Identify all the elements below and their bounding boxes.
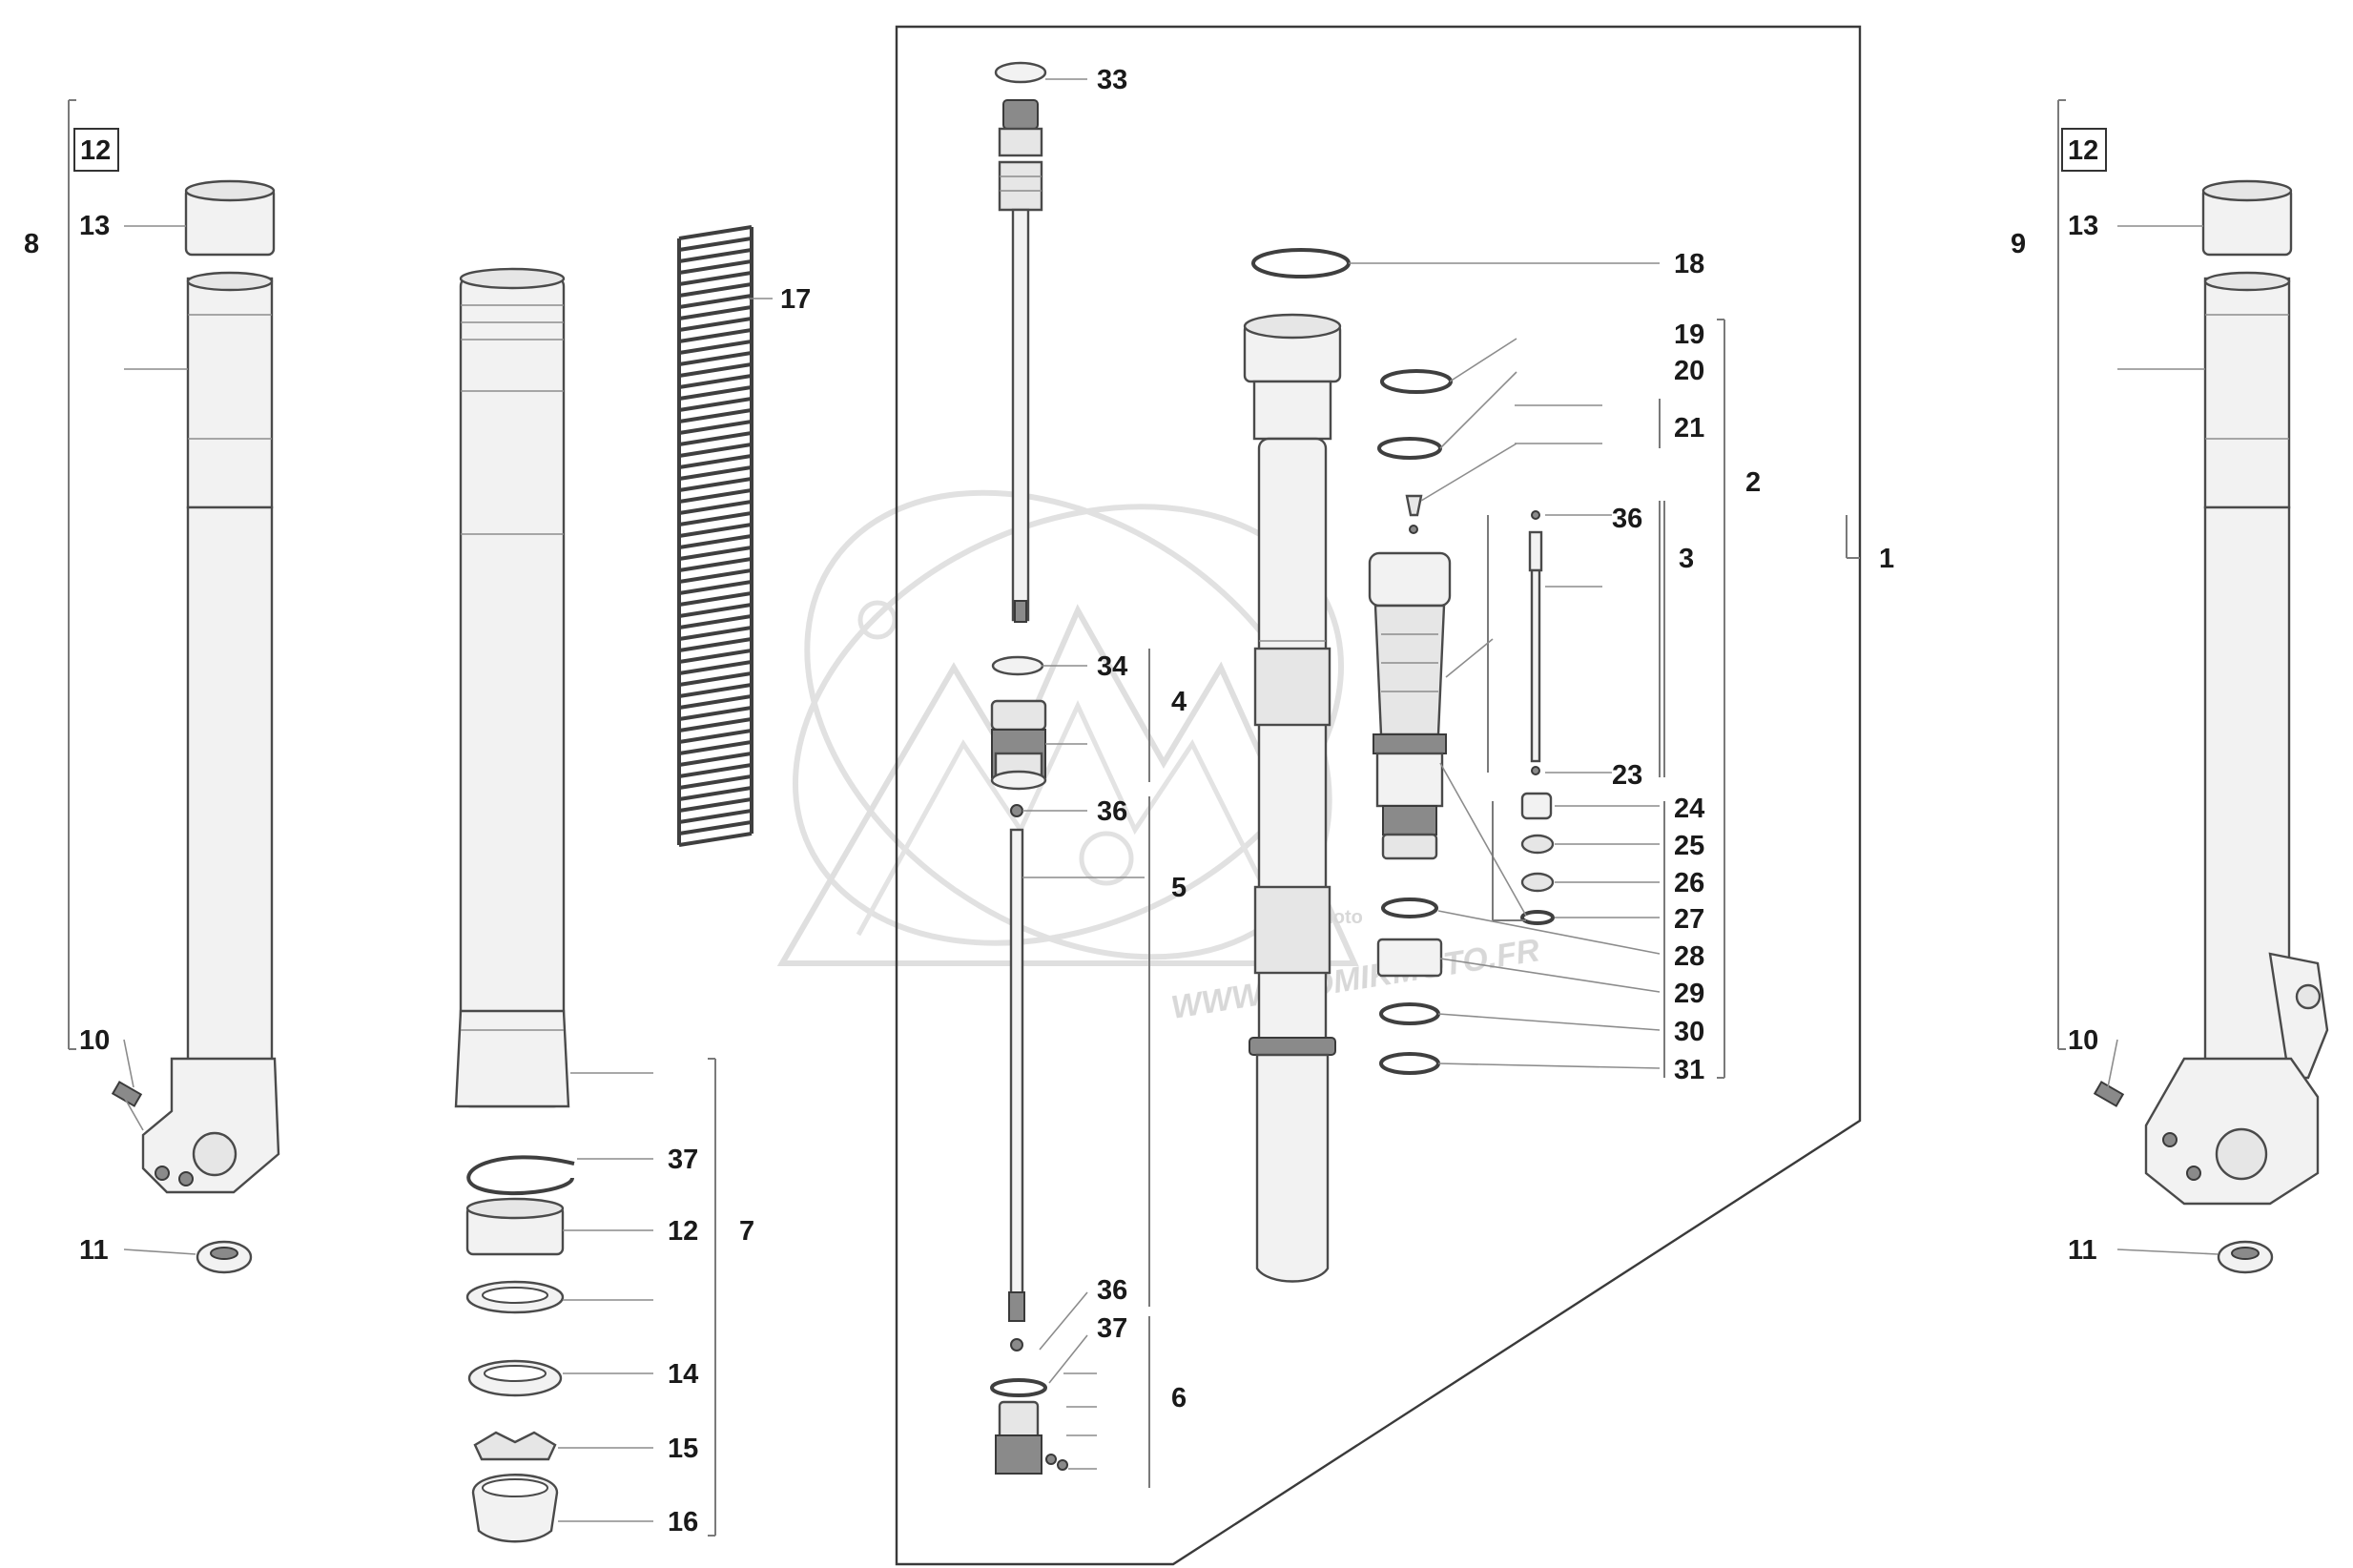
callout-34-cart: 36 <box>1612 504 1642 534</box>
callout-12-tube: 12 <box>668 1216 698 1247</box>
callout-12-left-top: 12 <box>80 135 111 166</box>
callout-33: 34 <box>1097 651 1127 682</box>
kit-frame <box>895 25 1862 1566</box>
callout-11-left: 11 <box>79 1235 109 1266</box>
callout-7: 7 <box>739 1216 754 1247</box>
label-box-12-left <box>73 128 119 172</box>
right-fork-leg <box>2057 99 2329 1274</box>
callout-12-right-top: 12 <box>2068 135 2098 166</box>
callout-30: 30 <box>1674 1017 1704 1047</box>
leader-lines <box>123 78 2219 1522</box>
label-box-12-right <box>2061 128 2107 172</box>
callout-28: 28 <box>1674 941 1704 972</box>
callout-10-left: 10 <box>79 1025 110 1056</box>
callout-2: 2 <box>1745 467 1761 498</box>
callout-1: 1 <box>1879 544 1894 574</box>
callout-31: 31 <box>1674 1055 1704 1085</box>
callout-18: 18 <box>1674 249 1704 279</box>
callout-15: 15 <box>668 1434 698 1464</box>
callout-3: 3 <box>1679 544 1694 574</box>
callout-34-upper: 36 <box>1097 796 1127 827</box>
inner-cartridge-tube <box>1243 248 1351 1283</box>
left-fork-leg <box>68 99 280 1274</box>
callout-21: 21 <box>1674 413 1704 444</box>
cartridge-internals <box>1368 369 1555 1075</box>
callout-29: 29 <box>1674 979 1704 1009</box>
callout-6: 6 <box>1171 1383 1187 1413</box>
callout-19: 19 <box>1674 320 1704 350</box>
callout-5: 5 <box>1171 873 1187 903</box>
outer-tube <box>454 267 716 1543</box>
callout-17: 17 <box>780 284 811 315</box>
fork-spring <box>677 225 753 847</box>
callout-24: 24 <box>1674 794 1704 824</box>
damper-rod-assembly <box>990 61 1068 1475</box>
callout-20: 20 <box>1674 356 1704 386</box>
callout-8: 8 <box>24 229 39 259</box>
callout-4: 4 <box>1171 687 1187 717</box>
callout-13-left: 13 <box>79 211 110 241</box>
callout-13-right: 13 <box>2068 211 2098 241</box>
callout-25: 25 <box>1674 831 1704 861</box>
callout-23: 23 <box>1612 760 1642 791</box>
callout-32: 33 <box>1097 65 1127 95</box>
callout-34-lower: 36 <box>1097 1275 1127 1306</box>
callout-labels: 8 12 13 10 11 9 12 13 10 11 17 37 12 7 1… <box>24 65 2098 1537</box>
callout-37: 37 <box>668 1145 698 1175</box>
callout-10-right: 10 <box>2068 1025 2098 1056</box>
callout-26: 26 <box>1674 868 1704 898</box>
callout-27: 27 <box>1674 904 1704 935</box>
callout-14: 14 <box>668 1359 698 1390</box>
callout-9: 9 <box>2011 229 2026 259</box>
callout-16: 16 <box>668 1507 698 1537</box>
callout-11-right: 11 <box>2068 1235 2097 1266</box>
callout-36: 37 <box>1097 1313 1127 1344</box>
